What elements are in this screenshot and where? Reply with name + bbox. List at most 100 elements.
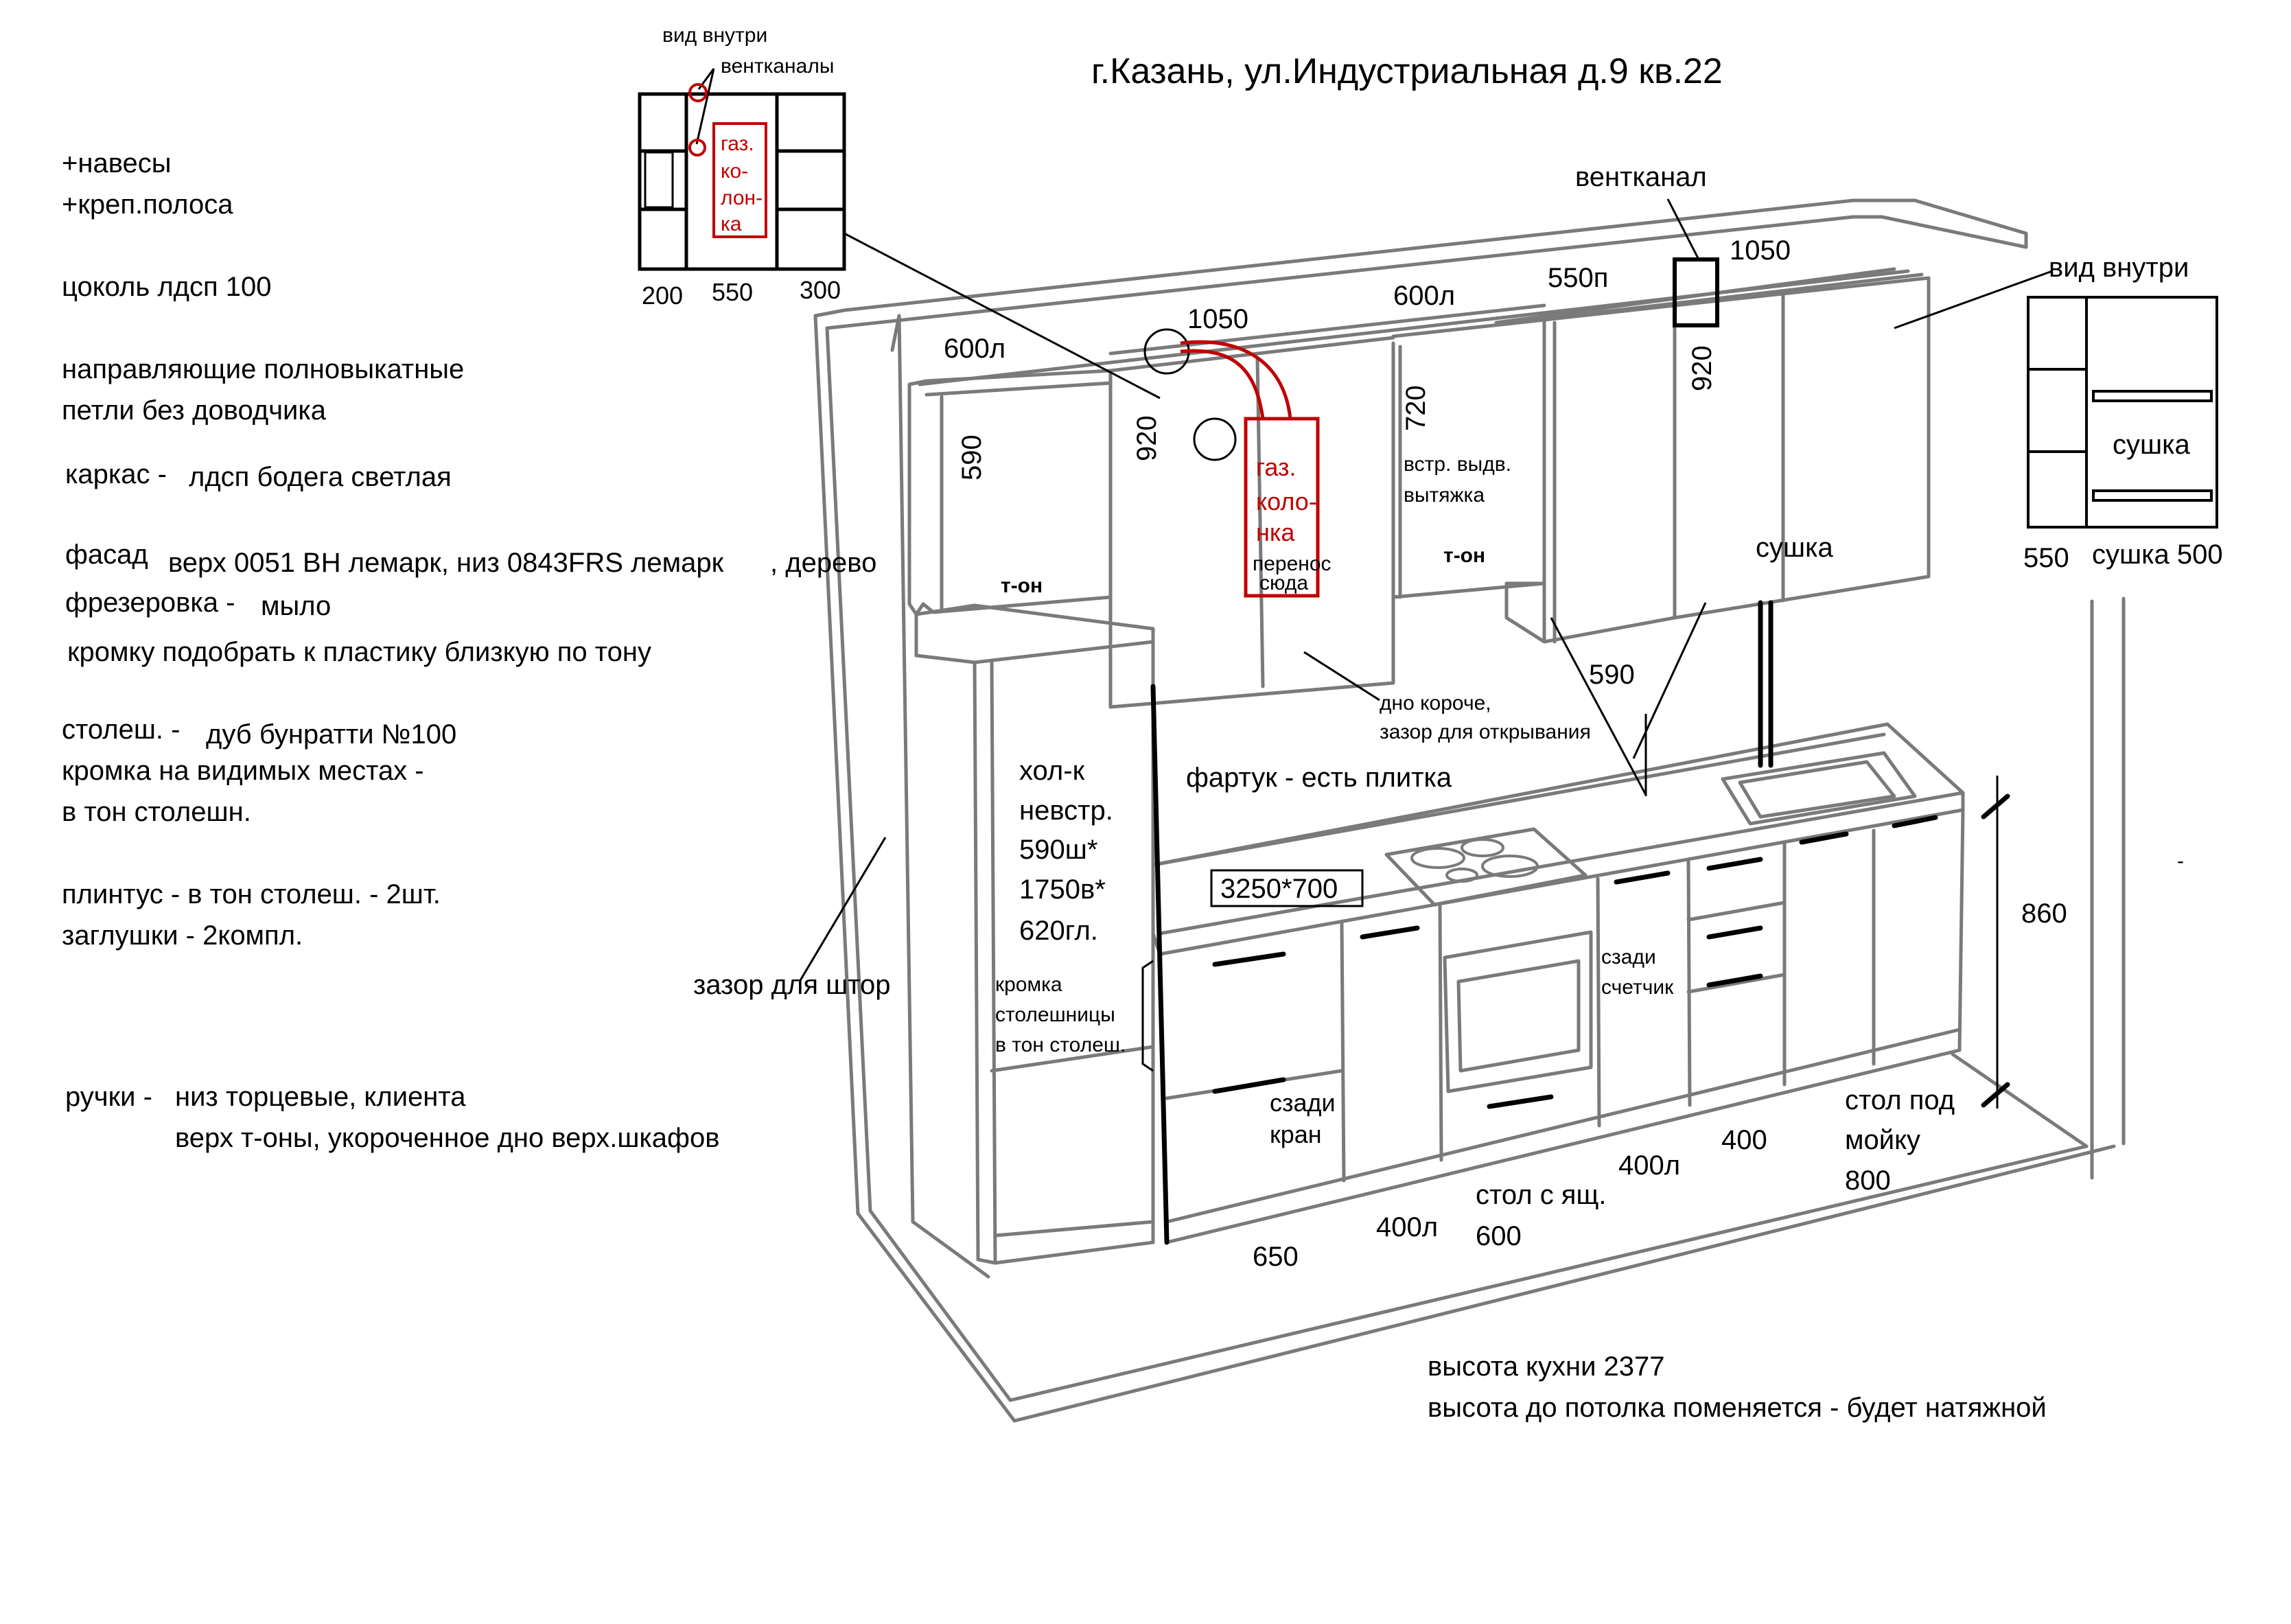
oven-box bbox=[1443, 930, 1593, 1093]
note-edge: кромку подобрать к пластику близкую по т… bbox=[67, 637, 651, 667]
dim-400: 400 bbox=[1721, 1125, 1767, 1155]
leader-curtain bbox=[798, 837, 887, 982]
oven-window bbox=[1456, 959, 1581, 1073]
note-countertop-label: столеш. - bbox=[62, 715, 181, 745]
inset-left-dim-300: 300 bbox=[800, 276, 841, 304]
dim-920-right: 920 bbox=[1687, 345, 1717, 391]
fridge-edge-strip bbox=[1150, 684, 1170, 1245]
top-edge-wall-2 bbox=[1108, 303, 1546, 356]
note-facade-extra: , дерево bbox=[770, 548, 877, 578]
vent-circle-2 bbox=[1193, 417, 1237, 461]
kitchen-height: высота кухни 2377 bbox=[1428, 1352, 1665, 1382]
inset-right-dim-500: сушка 500 bbox=[2092, 540, 2223, 570]
fridge-3: 590ш* bbox=[1019, 835, 1098, 865]
tap-2: кран bbox=[1270, 1120, 1322, 1148]
lower-split-3 bbox=[1596, 877, 1601, 1128]
sink bbox=[1721, 751, 1917, 826]
dim-600l-left: 600л bbox=[944, 334, 1006, 364]
leader-590-a bbox=[1550, 617, 1647, 796]
dim-590-gap: 590 bbox=[1589, 660, 1635, 690]
lower-split-2 bbox=[1438, 904, 1443, 1162]
note-facade-label: фасад bbox=[65, 540, 148, 570]
counter-size-box bbox=[1210, 869, 1364, 907]
bottom-short-2: зазор для открывания bbox=[1380, 721, 1591, 743]
lower-plinth bbox=[1165, 1028, 1962, 1224]
dryer-rack-1 bbox=[2092, 390, 2213, 402]
upper-left-top bbox=[924, 381, 1113, 397]
note-facade-value: верх 0051 ВН лемарк, низ 0843FRS лемарк bbox=[168, 548, 724, 578]
fridge-5: 620гл. bbox=[1019, 916, 1098, 946]
inset-left-title: вид внутри bbox=[662, 24, 768, 47]
handle-2 bbox=[1212, 1077, 1286, 1094]
drawer-line-3 bbox=[1686, 973, 1787, 994]
upper-cabinet-right bbox=[1504, 276, 1931, 644]
note-carcass-label: каркас - bbox=[65, 459, 167, 489]
burner-2 bbox=[1461, 838, 1504, 857]
drawer-table-1: стол с ящ. bbox=[1476, 1180, 1607, 1210]
dryer-rack-2 bbox=[2092, 489, 2213, 502]
lower-split-4 bbox=[1686, 859, 1692, 1107]
back-wall-top bbox=[813, 198, 1917, 318]
hood-cabinet bbox=[1391, 318, 1546, 599]
note-milling-label: фрезеровка - bbox=[65, 588, 235, 618]
countertop-front bbox=[1158, 791, 1965, 936]
inset-left-frame bbox=[638, 92, 846, 271]
floor-front bbox=[856, 1144, 2116, 1423]
leader-right-inset bbox=[1894, 270, 2053, 329]
handle-4 bbox=[1487, 1094, 1554, 1109]
handle-7 bbox=[1706, 925, 1763, 940]
inset-right-title: вид внутри bbox=[2049, 253, 2189, 283]
counter-size: 3250*700 bbox=[1220, 874, 1338, 904]
dim-550p: 550п bbox=[1548, 263, 1609, 293]
inset-left-vent-2 bbox=[688, 139, 706, 156]
inset-left-gas-1: газ. bbox=[721, 132, 754, 155]
handle-1 bbox=[1212, 951, 1286, 967]
apron-label: фартук - есть плитка bbox=[1186, 763, 1452, 793]
note-countertop-value: дуб бунратти №100 bbox=[206, 719, 457, 750]
fridge-1: хол-к bbox=[1019, 756, 1085, 786]
counter-edge-1: кромка bbox=[995, 973, 1062, 996]
page-title: г.Казань, ул.Индустриальная д.9 кв.22 bbox=[1091, 51, 1723, 91]
move-here-2: сюда bbox=[1259, 572, 1309, 594]
gas-pipe-1 bbox=[1180, 340, 1292, 419]
note-edge-visible-2: в тон столешн. bbox=[62, 797, 251, 827]
note-handles-label: ручки - bbox=[65, 1082, 152, 1112]
note-guides: направляющие полновыкатные bbox=[62, 354, 465, 384]
inset-left-gas-3: лон- bbox=[721, 187, 763, 209]
inset-left-dim-550: 550 bbox=[712, 278, 754, 306]
fridge-plinth bbox=[993, 1220, 1155, 1244]
fridge-door-edge bbox=[990, 660, 997, 1265]
t-handle-label-left: т-он bbox=[1001, 575, 1043, 597]
fridge-2: невстр. bbox=[1019, 796, 1113, 826]
dim-400l-a: 400л bbox=[1376, 1212, 1439, 1242]
handle-5 bbox=[1614, 870, 1671, 885]
left-wall-inner bbox=[825, 326, 872, 1213]
note-skirting: плинтус - в тон столеш. - 2шт. bbox=[62, 879, 441, 909]
dim-1050-left: 1050 bbox=[1187, 304, 1248, 334]
inset-left-gas bbox=[712, 122, 767, 238]
dim-860: 860 bbox=[2021, 898, 2067, 929]
floor-right bbox=[1951, 1052, 2089, 1148]
note-awnings: +навесы bbox=[62, 148, 172, 178]
lower-split-1 bbox=[1340, 921, 1346, 1183]
handle-6 bbox=[1706, 857, 1763, 871]
note-carcass-value: лдсп бодега светлая bbox=[189, 462, 452, 492]
wall-tick-1 bbox=[890, 314, 901, 352]
upper-cabinet-gas bbox=[1108, 341, 1395, 709]
wall-top-inner bbox=[825, 215, 1884, 330]
inset-left-vent-1 bbox=[688, 83, 708, 102]
hood-2: вытяжка bbox=[1404, 484, 1485, 507]
inset-left-gas-4: ка bbox=[721, 213, 742, 235]
dryer-label: сушка bbox=[1756, 533, 1833, 563]
dim-1050-right: 1050 bbox=[1730, 235, 1791, 266]
fridge-door-split bbox=[990, 1045, 1155, 1073]
dim-650: 650 bbox=[1253, 1242, 1299, 1272]
vent-label: вентканал bbox=[1575, 162, 1707, 192]
handle-8 bbox=[1706, 973, 1763, 988]
dim-860-tick-top bbox=[1981, 793, 2010, 820]
counter-edge-bracket bbox=[1141, 960, 1154, 1072]
sink-table-3: 800 bbox=[1845, 1165, 1891, 1196]
inset-left-drawer bbox=[644, 151, 674, 209]
